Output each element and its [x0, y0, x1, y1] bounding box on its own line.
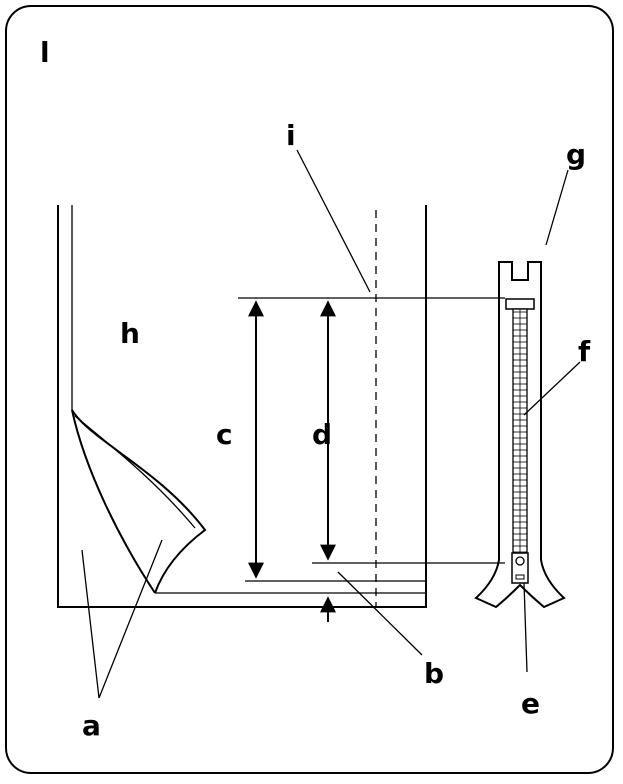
label-g: g	[566, 138, 586, 171]
leader-b	[337, 571, 423, 656]
leader-f	[523, 361, 581, 416]
figure-frame	[5, 5, 614, 774]
label-i: i	[286, 119, 296, 152]
label-f: f	[578, 335, 591, 368]
panel-label: l	[40, 36, 50, 69]
label-c: c	[216, 418, 233, 451]
leader-lines	[81, 149, 581, 699]
leader-a-1	[81, 549, 100, 699]
leader-i	[296, 149, 371, 293]
zipper-top-stop	[505, 298, 535, 310]
label-a: a	[82, 709, 101, 742]
leader-g	[545, 169, 569, 246]
folded-flap	[71, 409, 207, 594]
zipper	[474, 261, 566, 609]
label-d: d	[312, 418, 332, 451]
hem-lines	[155, 562, 505, 594]
garment-outline	[57, 205, 427, 608]
label-b: b	[424, 657, 444, 690]
label-h: h	[120, 317, 140, 350]
leader-e	[523, 582, 528, 673]
leader-a-2	[98, 539, 163, 699]
label-e: e	[521, 687, 540, 720]
